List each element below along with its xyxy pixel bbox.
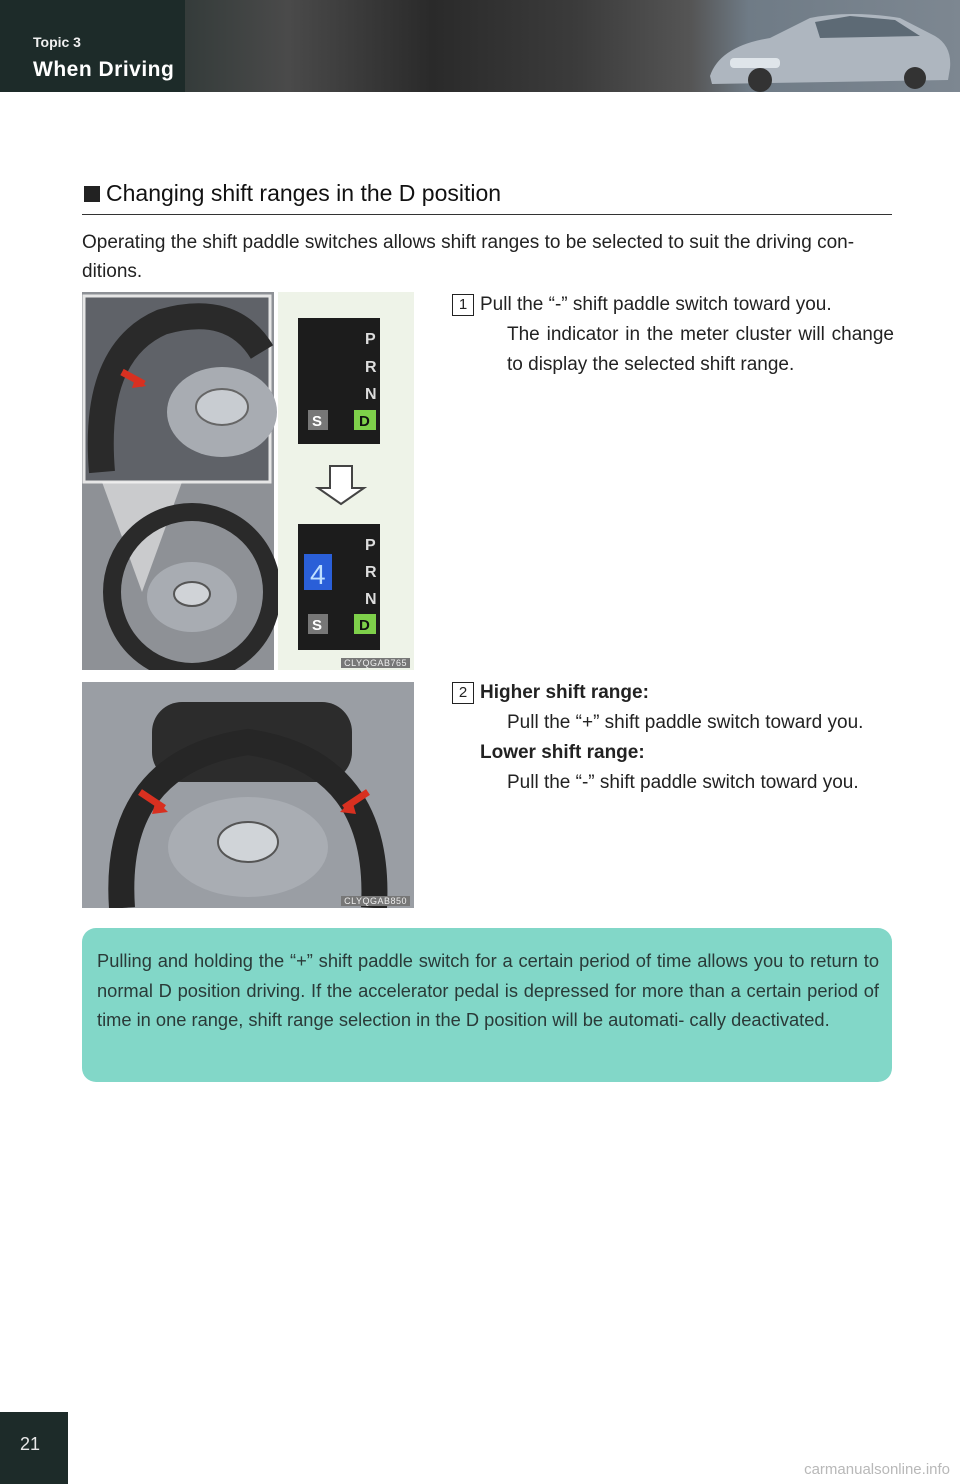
- car-photo: [710, 14, 951, 92]
- intro-paragraph: Operating the shift paddle switches allo…: [82, 232, 855, 282]
- svg-text:D: D: [359, 413, 370, 430]
- figure-steering-both-paddles: CLYQGAB850: [82, 682, 414, 909]
- figure-steering-paddle-indicator: P R N S D 4 P R N S D CLYQGAB765: [82, 292, 414, 681]
- note-text: Pulling and holding the “+” shift paddle…: [97, 950, 879, 1030]
- bullet-square-icon: [84, 186, 100, 202]
- topic-label: Topic 3: [33, 34, 81, 50]
- higher-range-text: Pull the “+” shift paddle switch toward …: [507, 712, 864, 733]
- svg-text:N: N: [365, 386, 377, 403]
- svg-text:S: S: [312, 617, 322, 634]
- watermark: carmanualsonline.info: [804, 1461, 950, 1478]
- header-banner: Topic 3 When Driving: [0, 0, 960, 92]
- section-heading-text: Changing shift ranges in the D position: [106, 180, 502, 206]
- topic-tab: [0, 0, 185, 92]
- page-number-box: 21: [0, 1412, 68, 1484]
- step-1-subtext: The indicator in the meter cluster will …: [507, 324, 894, 375]
- svg-text:R: R: [365, 359, 377, 376]
- svg-text:S: S: [312, 413, 322, 430]
- lower-range-label: Lower shift range:: [480, 742, 645, 763]
- svg-text:N: N: [365, 591, 377, 608]
- step-1-text: Pull the “-” shift paddle switch toward …: [480, 294, 832, 315]
- step-number: 1: [452, 293, 474, 316]
- step-number: 2: [452, 681, 474, 704]
- figure-code: CLYQGAB850: [341, 896, 410, 906]
- higher-range-label: Higher shift range:: [480, 682, 649, 703]
- svg-text:P: P: [365, 331, 376, 348]
- steering-wheel-photo: [82, 682, 414, 909]
- lower-range-text: Pull the “-” shift paddle switch toward …: [507, 772, 859, 793]
- svg-text:4: 4: [310, 559, 326, 590]
- step-2: 2 Higher shift range: Pull the “+” shift …: [452, 678, 894, 798]
- figure-code: CLYQGAB765: [341, 658, 410, 668]
- svg-text:P: P: [365, 537, 376, 554]
- note-box: Pulling and holding the “+” shift paddle…: [82, 928, 892, 1082]
- svg-text:D: D: [359, 617, 370, 634]
- steering-illustration: P R N S D 4 P R N S D: [82, 292, 414, 681]
- topic-title: When Driving: [33, 58, 175, 81]
- section-heading: Changing shift ranges in the D position: [82, 180, 892, 215]
- step-1: 1 Pull the “-” shift paddle switch toward…: [452, 290, 894, 380]
- svg-text:R: R: [365, 564, 377, 581]
- page-number: 21: [20, 1434, 41, 1454]
